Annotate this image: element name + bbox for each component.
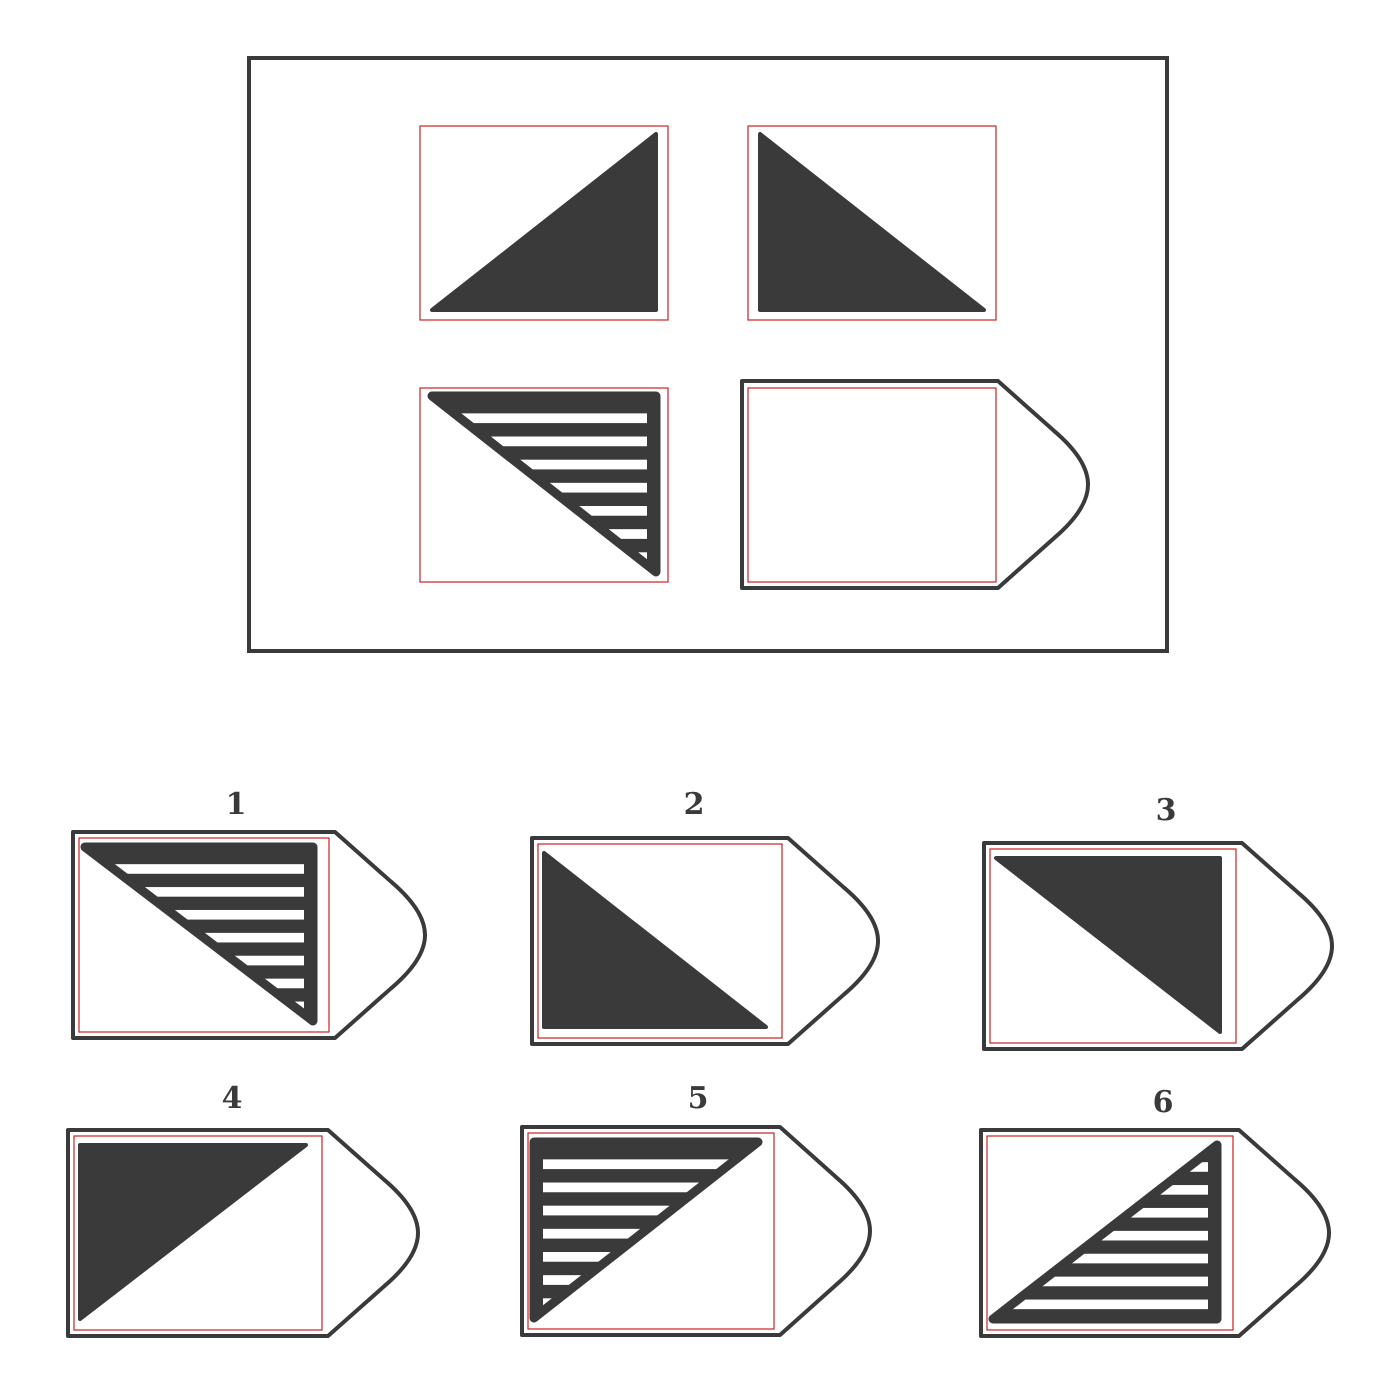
option-5-figure-stripe bbox=[543, 1205, 758, 1216]
answer-option-5[interactable]: 5 bbox=[520, 1081, 872, 1337]
missing-cell-tab bbox=[740, 379, 1090, 590]
matrix-answer-slot bbox=[740, 379, 1090, 590]
option-2-figure-solid-triangle bbox=[542, 851, 768, 1029]
matrix-cell-3-figure-stripe bbox=[432, 482, 647, 493]
answer-option-2[interactable]: 2 bbox=[530, 787, 880, 1046]
option-5-figure-stripe bbox=[543, 1159, 758, 1170]
option-6-figure-stripe bbox=[993, 1276, 1208, 1287]
answer-option-4[interactable]: 4 bbox=[66, 1081, 420, 1338]
matrix-cell-3-figure-stripe bbox=[432, 436, 647, 447]
option-number-label: 3 bbox=[1156, 793, 1177, 828]
option-1-highlight bbox=[78, 837, 330, 1033]
matrix-cell-4 bbox=[747, 387, 997, 583]
matrix-cell-1-highlight bbox=[419, 125, 669, 321]
matrix-cell-3-figure-triangle-border bbox=[427, 391, 661, 577]
option-3-figure-solid-triangle bbox=[994, 856, 1222, 1034]
matrix-frame bbox=[247, 56, 1169, 653]
option-4-highlight bbox=[73, 1135, 323, 1331]
option-1-figure-stripe bbox=[85, 909, 304, 920]
option-2-highlight bbox=[537, 843, 783, 1039]
option-number-label: 6 bbox=[1153, 1085, 1174, 1120]
option-4-figure-solid-triangle bbox=[78, 1143, 308, 1321]
answer-option-3[interactable]: 3 bbox=[982, 793, 1334, 1051]
option-5-figure-triangle-border bbox=[529, 1137, 763, 1323]
option-number-label: 4 bbox=[222, 1081, 243, 1116]
matrix-cell-1-figure-solid-triangle bbox=[430, 132, 658, 312]
option-3-highlight bbox=[989, 848, 1237, 1044]
matrix-cell-1-figure bbox=[430, 132, 658, 312]
matrix-cell-3-highlight bbox=[419, 387, 669, 583]
matrix-cell-3-figure-stripe bbox=[432, 413, 647, 424]
option-number-label: 5 bbox=[688, 1081, 709, 1116]
option-4-figure bbox=[78, 1143, 308, 1321]
options-group: 1 2 3 4 5 6 bbox=[35, 787, 1334, 1338]
option-6-highlight bbox=[986, 1135, 1234, 1331]
matrix-cell-4-highlight bbox=[747, 387, 997, 583]
option-5-figure-stripe bbox=[543, 1182, 758, 1193]
matrix-cell-3-figure-stripe bbox=[432, 552, 647, 563]
option-3-figure bbox=[994, 856, 1222, 1034]
option-6-figure-triangle-border bbox=[988, 1140, 1222, 1324]
answer-option-6[interactable]: 6 bbox=[943, 1085, 1331, 1338]
matrix-cell-3-figure-stripe bbox=[432, 506, 647, 516]
option-5-highlight bbox=[527, 1132, 775, 1330]
matrix-cell-2 bbox=[747, 125, 997, 321]
matrix-cell-3 bbox=[419, 387, 669, 583]
option-6-figure-stripe bbox=[993, 1253, 1208, 1264]
option-number-label: 2 bbox=[684, 787, 705, 822]
matrix-cell-3-figure bbox=[427, 391, 661, 577]
matrix-cell-3-figure-stripe bbox=[432, 459, 647, 470]
option-1-figure-stripe bbox=[85, 864, 304, 874]
option-2-figure bbox=[542, 851, 768, 1029]
matrix-cell-2-figure-solid-triangle bbox=[758, 132, 986, 312]
matrix-cell-2-highlight bbox=[747, 125, 997, 321]
answer-option-1[interactable]: 1 bbox=[35, 787, 427, 1040]
option-1-figure-stripe bbox=[85, 887, 304, 897]
option-1-figure-triangle-border bbox=[80, 842, 318, 1026]
option-6-figure-stripe bbox=[993, 1299, 1208, 1310]
matrix-cell-1 bbox=[419, 125, 669, 321]
matrix-cell-2-figure bbox=[758, 132, 986, 312]
option-number-label: 1 bbox=[226, 787, 247, 822]
